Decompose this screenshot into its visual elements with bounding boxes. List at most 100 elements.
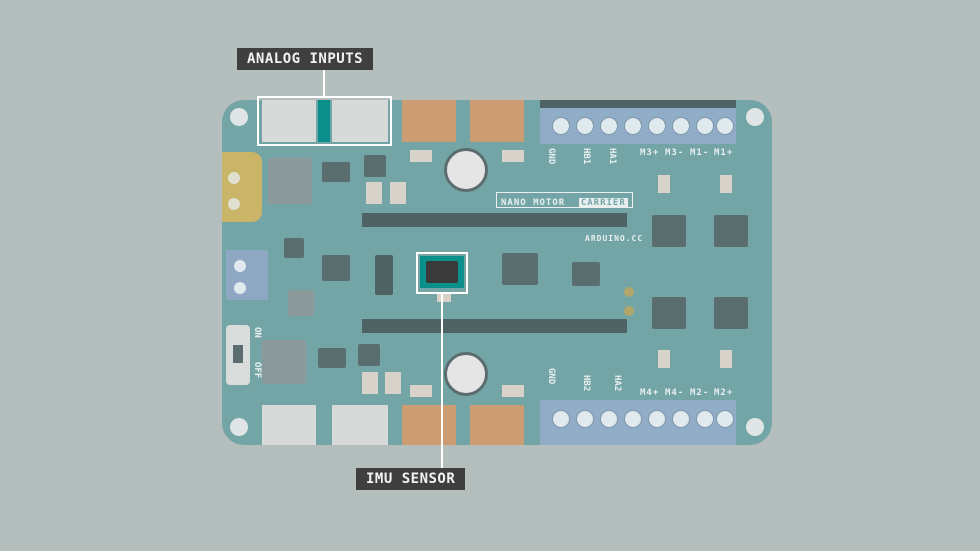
motor-carrier-board <box>222 100 772 445</box>
switch-on-label: ON <box>252 327 262 338</box>
chip <box>288 290 314 316</box>
label-hb2: HB2 <box>581 375 591 392</box>
bottom-connector-orange-1 <box>402 405 456 445</box>
capacitor <box>658 175 670 193</box>
battery-terminal-blue <box>226 250 268 300</box>
terminal-screw <box>672 410 690 428</box>
motor-driver-chip <box>502 253 538 285</box>
pin-header-bottom <box>362 319 627 333</box>
label-ha1: HA1 <box>607 148 617 165</box>
label-m4-minus: M4- <box>665 388 685 398</box>
label-ha2: HA2 <box>612 375 622 392</box>
imu-sensor-leader <box>441 294 443 468</box>
terminal-screw <box>696 410 714 428</box>
chip <box>318 348 346 368</box>
power-switch-knob <box>233 345 243 363</box>
terminal-screw <box>576 410 594 428</box>
battery-screw <box>234 282 246 294</box>
mounting-hole <box>230 418 248 436</box>
switch-off-label: OFF <box>252 362 262 379</box>
led <box>624 287 634 297</box>
led <box>624 306 634 316</box>
capacitor <box>362 372 378 394</box>
board-name-right: CARRIER <box>578 198 628 208</box>
mounting-hole <box>230 108 248 126</box>
terminal-screw <box>696 117 714 135</box>
chip <box>364 155 386 177</box>
capacitor <box>502 150 524 162</box>
imu-sensor-chip <box>426 261 458 283</box>
bottom-connector-white-2 <box>332 405 388 445</box>
label-hb1: HB1 <box>581 148 591 165</box>
terminal-screw <box>716 410 734 428</box>
mounting-hole <box>746 108 764 126</box>
driver-chip <box>714 215 748 247</box>
terminal-screw <box>716 117 734 135</box>
mounting-hole <box>746 418 764 436</box>
chip <box>358 344 380 366</box>
terminal-block-top-rail <box>540 100 736 108</box>
chip <box>322 162 350 182</box>
capacitor <box>410 150 432 162</box>
electrolytic-capacitor-top <box>444 148 488 192</box>
terminal-screw <box>552 410 570 428</box>
driver-chip <box>652 215 686 247</box>
pin-header-top <box>362 213 627 227</box>
top-connector-orange-1 <box>402 100 456 142</box>
chip <box>284 238 304 258</box>
terminal-screw <box>600 117 618 135</box>
driver-chip <box>652 297 686 329</box>
imu-sensor-callout: IMU SENSOR <box>356 468 466 490</box>
capacitor <box>720 175 732 193</box>
capacitor <box>410 385 432 397</box>
terminal-screw <box>648 117 666 135</box>
electrolytic-capacitor-bottom <box>444 352 488 396</box>
label-gnd-top: GND <box>546 148 556 165</box>
inductor-top <box>268 158 312 204</box>
label-m3-plus: M3+ <box>640 148 660 158</box>
label-m2-minus: M2- <box>690 388 710 398</box>
bottom-connector-white-1 <box>262 405 316 445</box>
small-header <box>375 255 393 295</box>
analog-inputs-leader <box>323 69 325 96</box>
analog-input-connector-2 <box>332 100 388 142</box>
inductor-bottom <box>262 340 306 384</box>
analog-input-divider <box>318 100 330 142</box>
analog-input-connector-1 <box>262 100 316 142</box>
analog-inputs-highlight <box>257 96 392 146</box>
capacitor <box>366 182 382 204</box>
label-m1-plus: M1+ <box>714 148 734 158</box>
terminal-screw <box>600 410 618 428</box>
driver-chip <box>714 297 748 329</box>
label-m2-plus: M2+ <box>714 388 734 398</box>
capacitor <box>385 372 401 394</box>
terminal-screw <box>624 117 642 135</box>
label-m3-minus: M3- <box>665 148 685 158</box>
power-screw <box>228 172 240 184</box>
imu-capacitor <box>437 293 451 302</box>
terminal-screw <box>576 117 594 135</box>
chip <box>322 255 350 281</box>
battery-screw <box>234 260 246 272</box>
terminal-screw <box>672 117 690 135</box>
board-name-box: NANO MOTOR CARRIER <box>496 192 633 208</box>
website-label: ARDUINO.CC <box>585 234 644 243</box>
label-m1-minus: M1- <box>690 148 710 158</box>
board-name-left: NANO MOTOR <box>501 198 566 208</box>
analog-inputs-callout: ANALOG INPUTS <box>237 48 374 70</box>
label-m4-plus: M4+ <box>640 388 660 398</box>
terminal-screw <box>648 410 666 428</box>
label-gnd-bottom: GND <box>546 368 556 385</box>
imu-sensor-highlight <box>416 252 468 294</box>
bottom-connector-orange-2 <box>470 405 524 445</box>
chip <box>572 262 600 286</box>
capacitor <box>658 350 670 368</box>
power-screw <box>228 198 240 210</box>
capacitor <box>502 385 524 397</box>
terminal-screw <box>552 117 570 135</box>
capacitor <box>720 350 732 368</box>
top-connector-orange-2 <box>470 100 524 142</box>
terminal-screw <box>624 410 642 428</box>
power-terminal-yellow <box>222 152 262 222</box>
capacitor <box>390 182 406 204</box>
